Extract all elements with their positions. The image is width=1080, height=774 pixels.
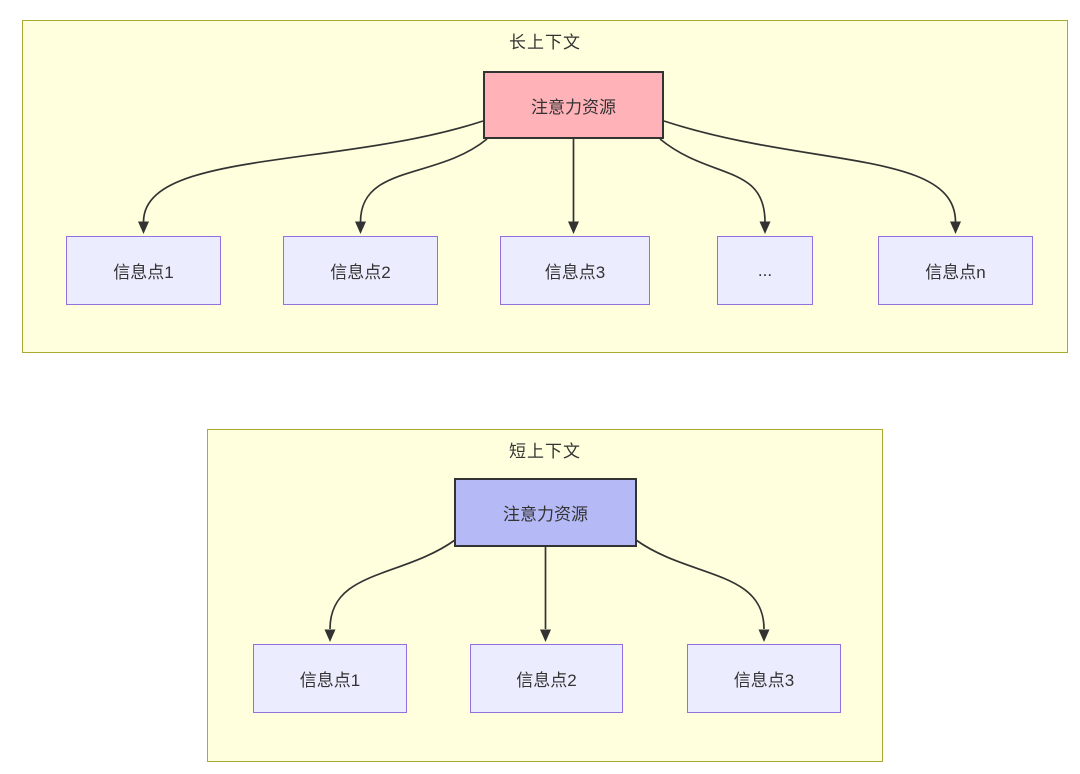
info-point-node: 信息点1 xyxy=(66,236,221,305)
ellipsis-node: ... xyxy=(717,236,813,305)
info-point-node: 信息点3 xyxy=(500,236,650,305)
attention-resource-node-long: 注意力资源 xyxy=(483,71,664,139)
attention-resource-node-short: 注意力资源 xyxy=(454,478,637,547)
info-point-node: 信息点1 xyxy=(253,644,407,713)
info-point-node: 信息点2 xyxy=(470,644,623,713)
short-context-title: 短上下文 xyxy=(509,442,581,461)
long-context-title: 长上下文 xyxy=(509,33,581,52)
info-point-node: 信息点3 xyxy=(687,644,841,713)
info-point-node: 信息点2 xyxy=(283,236,438,305)
info-point-node: 信息点n xyxy=(878,236,1033,305)
